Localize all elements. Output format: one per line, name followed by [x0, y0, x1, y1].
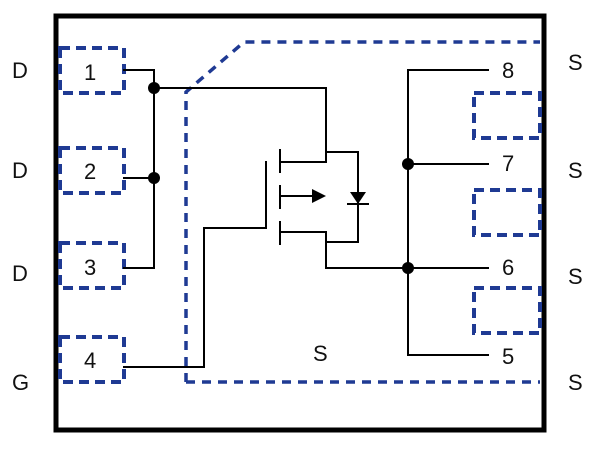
source-pad-middle — [472, 188, 542, 237]
pin-2-function-label: D — [12, 158, 28, 183]
pin-8-number: 8 — [502, 58, 514, 83]
source-exposed-pad — [184, 40, 540, 384]
junction-dot — [148, 172, 160, 184]
pin-1-number: 1 — [84, 60, 96, 85]
source-net — [325, 69, 489, 356]
pin-1-function-label: D — [12, 58, 28, 83]
pin-3-number: 3 — [84, 255, 96, 280]
source-pad-upper — [472, 91, 542, 140]
pin-3-function-label: D — [12, 261, 28, 286]
pad-2 — [58, 146, 126, 195]
pin-4-number: 4 — [84, 348, 96, 373]
gate-net — [123, 161, 267, 368]
junction-dot — [402, 262, 414, 274]
pad-3 — [58, 241, 126, 290]
drain-net — [123, 69, 327, 269]
body-diode-arrow — [350, 192, 366, 204]
pin-7-number: 7 — [502, 151, 514, 176]
pin-8-function-label: S — [568, 50, 583, 75]
pin-7-function-label: S — [568, 158, 583, 183]
pin-4-function-label: G — [12, 370, 29, 395]
pin-2-number: 2 — [84, 159, 96, 184]
source-pad-lower — [472, 286, 542, 335]
pin-5-number: 5 — [502, 344, 514, 369]
body-arrow — [312, 189, 326, 203]
pin-6-function-label: S — [568, 264, 583, 289]
package-outline — [53, 13, 547, 433]
mosfet-symbol — [279, 149, 369, 269]
junction-dot — [148, 82, 160, 94]
source-pad-label: S — [313, 341, 328, 366]
junction-dot — [402, 158, 414, 170]
pad-4 — [58, 335, 126, 384]
pin-6-number: 6 — [502, 255, 514, 280]
pin-5-function-label: S — [568, 370, 583, 395]
